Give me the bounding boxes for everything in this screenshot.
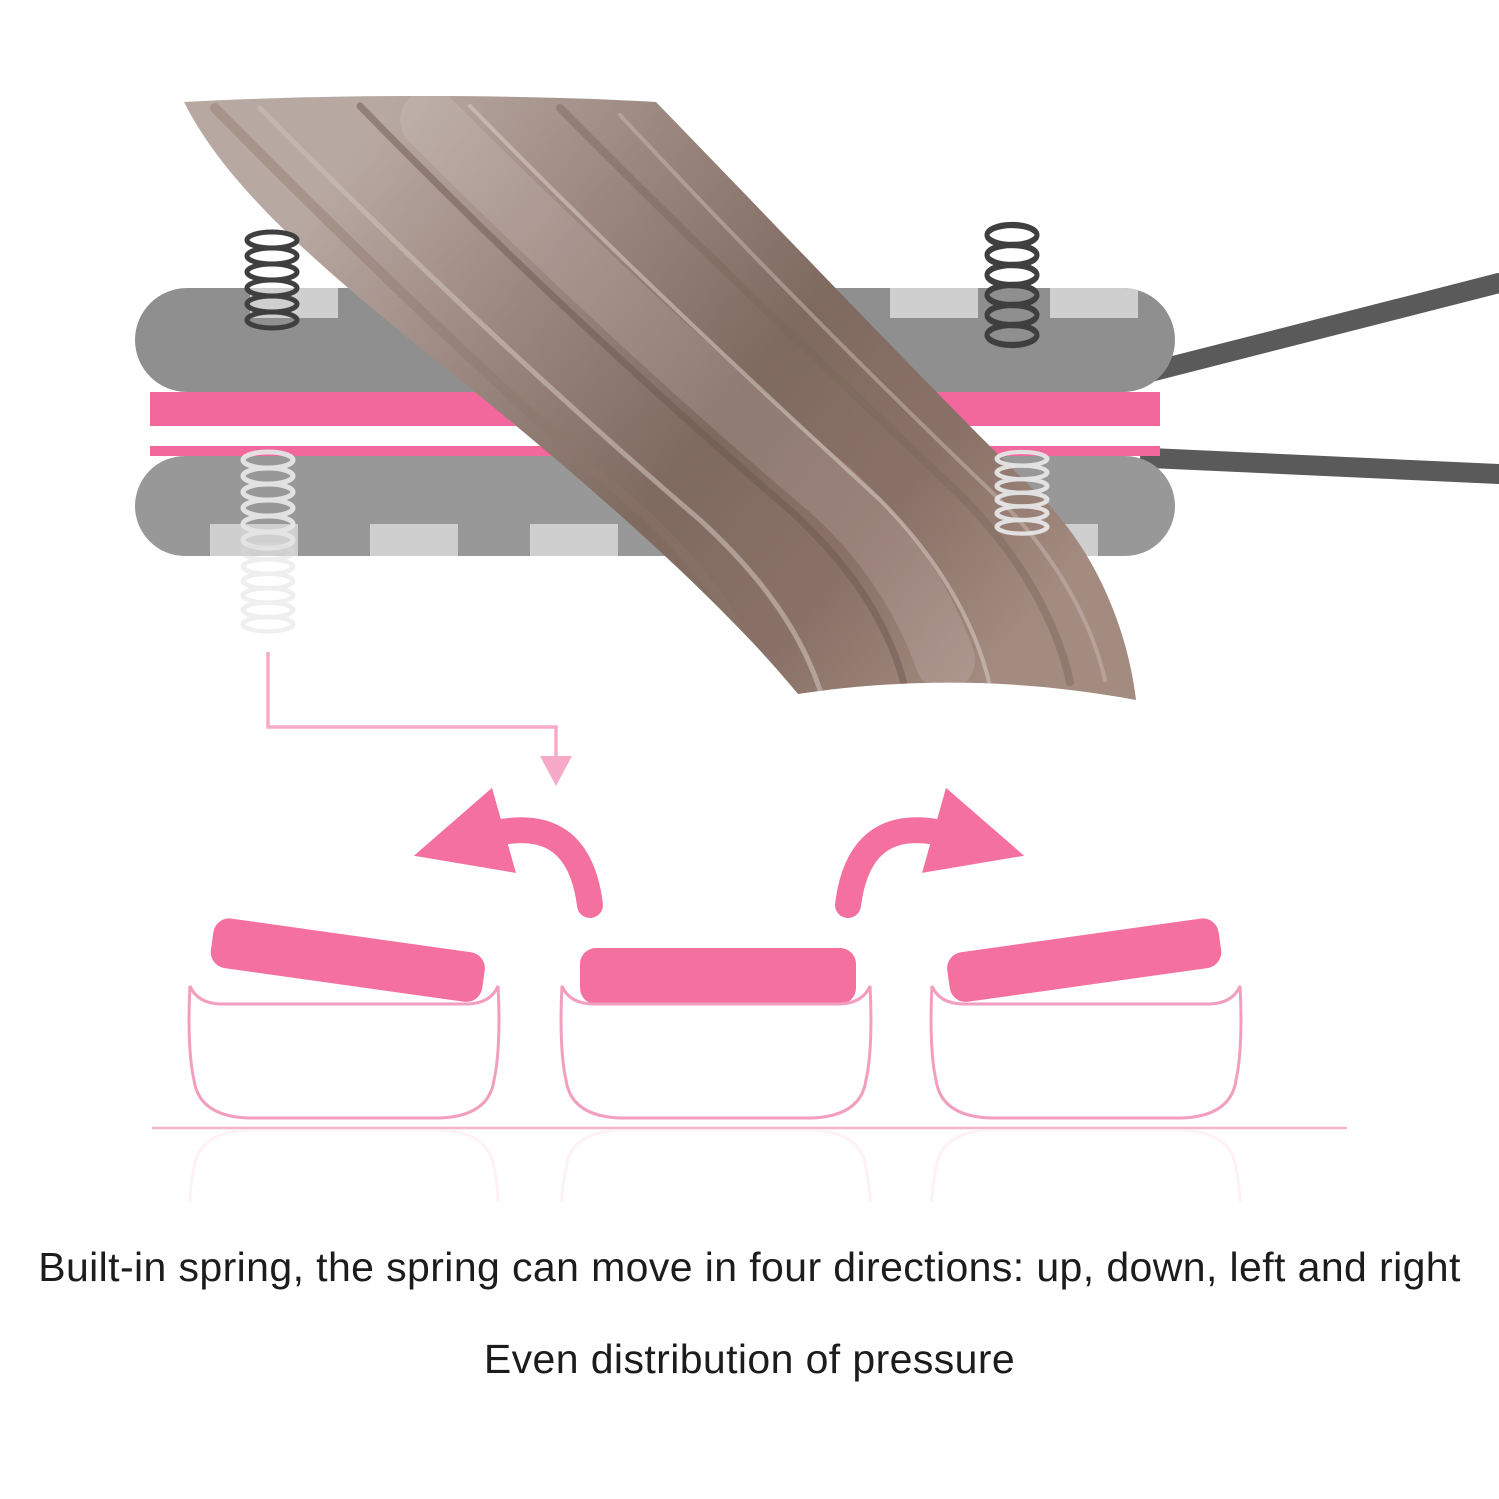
down-arrow-icon	[540, 756, 572, 786]
handle-arm-top	[1140, 273, 1499, 382]
spring-icon-top-left	[247, 232, 297, 328]
hair-streaks	[210, 96, 1107, 695]
tilt-diagram-reflection	[189, 1130, 1241, 1210]
spring-icon-bottom-right	[997, 452, 1047, 534]
tilt-arrow-left-icon	[413, 787, 603, 918]
illustration-canvas	[135, 96, 1499, 1210]
spring-icon-bottom-left-faded	[243, 545, 293, 631]
spring-icon-bottom-left	[243, 452, 293, 548]
pointer-connector	[266, 652, 572, 786]
hair-strand	[184, 96, 1136, 700]
caption-line-1: Built-in spring, the spring can move in …	[38, 1244, 1461, 1290]
caption-line-2: Even distribution of pressure	[483, 1336, 1016, 1382]
handle-arm-bottom	[1140, 448, 1499, 484]
tilt-diagram	[189, 916, 1241, 1118]
pointer-connector-line	[266, 652, 558, 758]
spring-icon-top-right	[987, 225, 1037, 345]
tilt-arrow-right-icon	[835, 787, 1025, 918]
